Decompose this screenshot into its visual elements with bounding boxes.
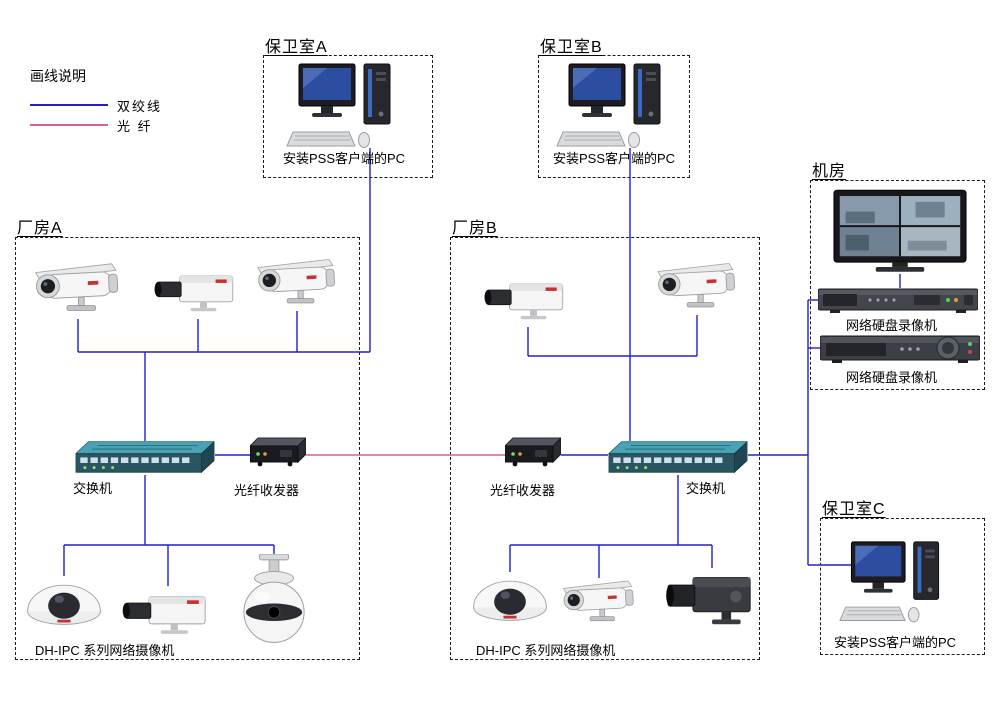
server-room-title: 机房 [812, 163, 847, 180]
legend-title: 画线说明 [30, 68, 86, 84]
guard-room-b-box [538, 55, 690, 178]
nvr-2-label: 网络硬盘录像机 [846, 370, 938, 385]
server-room-box [810, 180, 985, 390]
ethernet-switch-a [75, 438, 215, 475]
guard-room-c-box [820, 518, 985, 655]
guard-room-a-title: 保卫室A [265, 39, 328, 56]
transceiver-b-label: 光纤收发器 [490, 483, 556, 498]
legend: 画线说明 双绞线 光 纤 [30, 66, 162, 135]
factory-a-bullet-camera-2 [248, 254, 346, 311]
factory-b-cameras-label: DH-IPC 系列网络摄像机 [476, 643, 616, 658]
factory-a-bullet-camera-1 [25, 258, 130, 319]
guard-a-pc-workstation [285, 62, 405, 157]
factory-a-cameras-label: DH-IPC 系列网络摄像机 [35, 643, 175, 658]
factory-b-dome-camera [468, 570, 552, 626]
ethernet-switch-b [608, 438, 748, 475]
guard-b-pc-workstation [555, 62, 675, 157]
fiber-transceiver-b [505, 432, 561, 468]
factory-b-box [450, 237, 760, 660]
transceiver-a-label: 光纤收发器 [234, 483, 300, 498]
guard-room-b-title: 保卫室B [540, 39, 603, 56]
guard-b-pc-label: 安装PSS客户端的PC [553, 151, 676, 166]
factory-a-dome-camera [22, 574, 106, 630]
guard-c-pc-label: 安装PSS客户端的PC [834, 635, 957, 650]
factory-b-box-camera-1 [480, 272, 575, 327]
factory-a-title: 厂房A [17, 220, 63, 237]
factory-b-bullet-camera-1 [648, 258, 746, 315]
guard-a-pc-label: 安装PSS客户端的PC [283, 151, 406, 166]
factory-a-box-camera-1 [150, 264, 245, 319]
factory-a-box [15, 237, 360, 660]
factory-a-ptz-dome-camera [240, 554, 308, 656]
twisted-pair-label: 双绞线 [117, 98, 163, 114]
nvr-1-label: 网络硬盘录像机 [846, 318, 938, 333]
fiber-label: 光 纤 [117, 118, 153, 134]
factory-b-lens-camera [664, 566, 760, 629]
twisted-pair-line-sample [30, 104, 108, 106]
nvr-2 [820, 334, 980, 364]
factory-b-bullet-camera-2 [554, 576, 644, 628]
switch-b-label: 交换机 [686, 481, 726, 496]
guard-room-a-box [263, 55, 433, 178]
nvr-1 [818, 288, 978, 314]
switch-a-label: 交换机 [73, 481, 113, 496]
factory-b-title: 厂房B [452, 220, 498, 237]
surveillance-quad-monitor [832, 188, 968, 274]
fiber-transceiver-a [250, 432, 306, 468]
fiber-line-sample [30, 124, 108, 126]
guard-c-pc-workstation [838, 540, 953, 631]
factory-a-box-camera-2 [118, 584, 218, 642]
guard-room-c-title: 保卫室C [822, 501, 886, 518]
